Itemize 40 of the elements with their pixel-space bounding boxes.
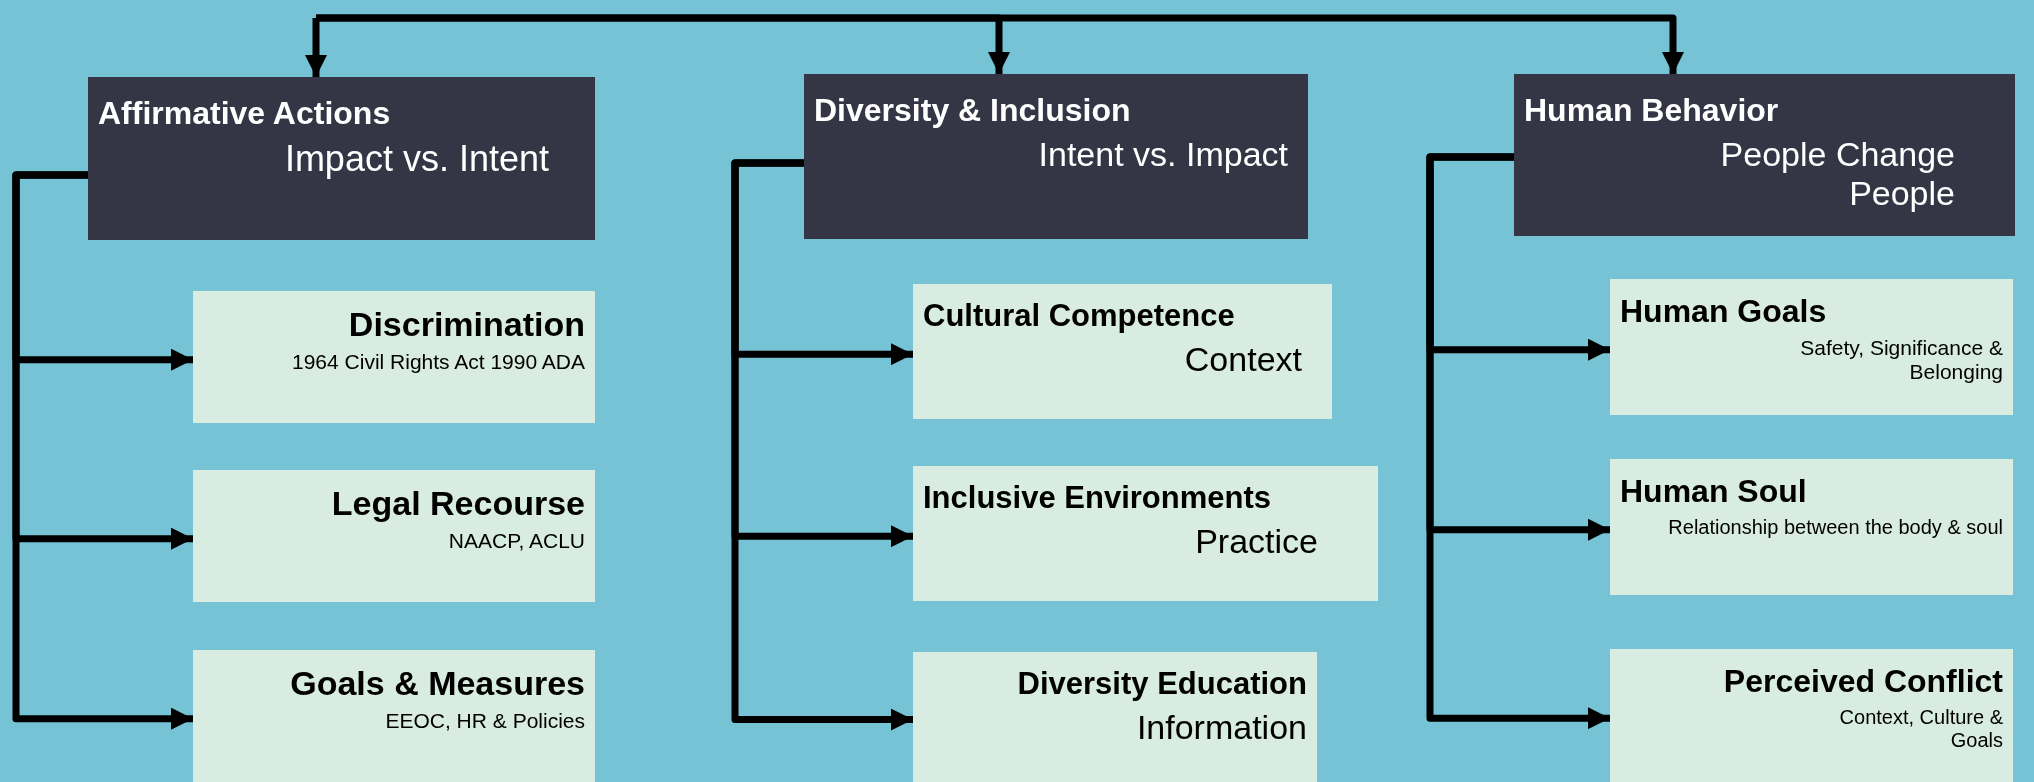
category-header-box [88,77,595,240]
arrow [731,159,913,731]
subheading: NAACP, ACLU [447,529,585,553]
topic-box [913,652,1317,782]
category-header-box [804,74,1308,239]
heading: Discrimination [347,305,585,344]
subheading: EEOC, HR & Policies [384,709,585,733]
topic-box [913,466,1378,601]
subheading: Impact vs. Intent [283,138,549,180]
subheading: People Change People [1719,135,1955,213]
heading: Goals & Measures [289,664,585,703]
subheading: Practice [1194,522,1318,561]
heading: Legal Recourse [330,484,585,523]
heading: Perceived Conflict [1722,663,2003,700]
heading: Human Soul [1620,473,1808,510]
heading: Human Goals [1620,293,1828,330]
subheading: Context, Culture & Goals [1838,706,2003,752]
topic-box [193,291,595,423]
heading: Cultural Competence [923,298,1236,334]
heading: Diversity & Inclusion [814,92,1132,129]
heading: Diversity Education [1016,666,1307,702]
topic-box [193,650,595,782]
heading: Affirmative Actions [98,95,392,132]
topic-box [913,284,1332,419]
topic-box [1610,279,2013,415]
subheading: Intent vs. Impact [1037,135,1288,174]
subheading: Information [1135,708,1307,747]
subheading: Context [1183,340,1302,379]
subheading: Safety, Significance & Belonging [1799,336,2003,384]
subheading: Relationship between the body & soul [1667,516,2003,539]
arrow [12,171,193,730]
topic-box [1610,459,2013,595]
category-header-box [1514,74,2015,236]
subheading: 1964 Civil Rights Act 1990 ADA [291,350,585,374]
arrow [1426,153,1610,730]
heading: Inclusive Environments [923,480,1272,516]
heading: Human Behavior [1524,92,1780,129]
arrow [316,14,1684,74]
topic-box [1610,649,2013,782]
topic-box [193,470,595,602]
